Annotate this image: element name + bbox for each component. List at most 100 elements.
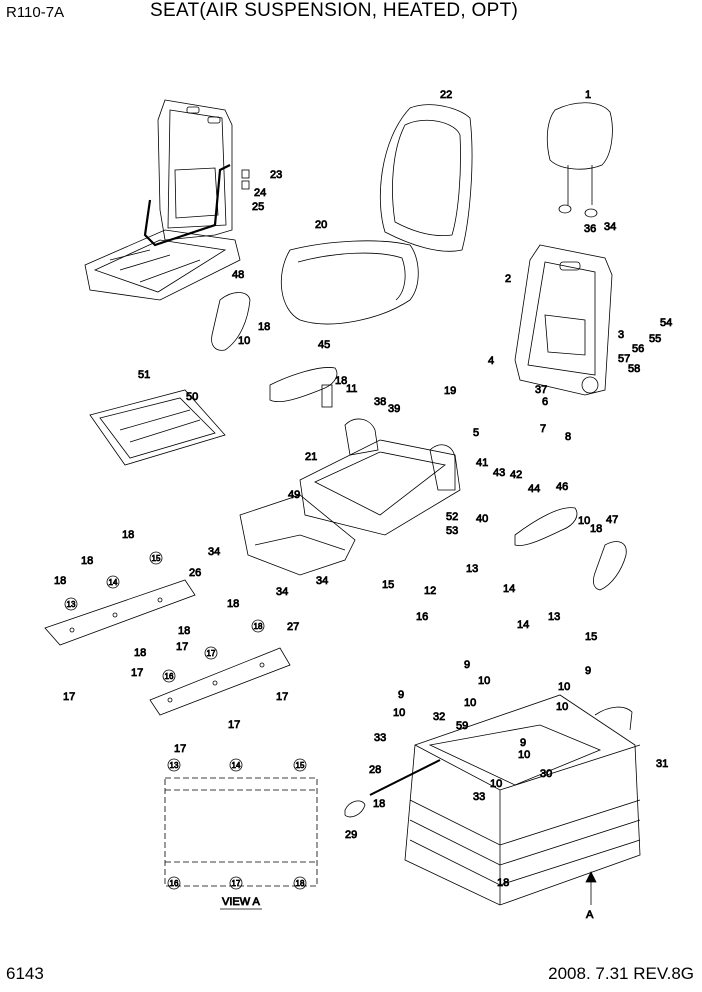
callout-18: 18 [54,575,66,587]
callout-circled-18: 18 [296,879,305,888]
callout-circle [251,619,265,633]
callout-circle [167,758,181,772]
side-cover-left [211,292,251,351]
callout-circle [229,876,243,890]
callout-circle [167,876,181,890]
callout-circle [162,669,176,683]
callout-circled-15: 15 [296,761,305,770]
callout-51: 51 [138,369,150,381]
callout-44: 44 [528,483,540,495]
callout-18: 18 [258,321,270,333]
callout-49: 49 [288,489,300,501]
callout-circled-13: 13 [67,600,76,609]
callout-10: 10 [393,707,405,719]
callout-10: 10 [578,515,590,527]
callout-39: 39 [388,403,400,415]
callout-18: 18 [178,625,190,637]
callout-circled-14: 14 [109,578,118,587]
callout-9: 9 [398,689,404,701]
callout-33: 33 [374,732,386,744]
callout-circled-15: 15 [152,554,161,563]
view-a-arrow [585,871,597,905]
callout-6: 6 [542,396,548,408]
callout-52: 52 [446,511,458,523]
callout-43: 43 [493,467,505,479]
callout-circle [106,575,120,589]
callout-18: 18 [497,877,509,889]
callout-37: 37 [535,384,547,396]
callout-29: 29 [345,829,357,841]
seat-frame-with-heater-wiring [84,99,250,301]
callout-18: 18 [373,798,385,810]
callout-47: 47 [606,514,618,526]
callout-10: 10 [490,778,502,790]
callout-34: 34 [604,221,616,233]
callout-56: 56 [632,343,644,355]
callout-38: 38 [374,396,386,408]
callout-10: 10 [478,675,490,687]
callout-34: 34 [208,546,220,558]
callout-41: 41 [476,457,488,469]
page-title: SEAT(AIR SUSPENSION, HEATED, OPT) [150,0,519,21]
callout-17: 17 [228,719,240,731]
view-a-caption: VIEW A [222,896,261,908]
seat-cushion [280,240,419,325]
callout-19: 19 [444,385,456,397]
callout-5: 5 [473,427,479,439]
callout-circled-17: 17 [207,649,216,658]
callout-17: 17 [131,667,143,679]
callout-circled-14: 14 [232,761,241,770]
callout-3: 3 [618,329,624,341]
callout-circle [229,758,243,772]
callout-circle [64,597,78,611]
armrest-left [269,367,338,408]
callout-circled-17: 17 [232,879,241,888]
callout-59: 59 [456,720,468,732]
callout-13: 13 [466,563,478,575]
callout-10: 10 [518,749,530,761]
callout-15: 15 [585,631,597,643]
callout-13: 13 [548,611,560,623]
model-code: R110-7A [6,4,65,21]
callout-40: 40 [476,513,488,525]
callout-circle [293,876,307,890]
callout-55: 55 [649,333,661,345]
callout-30: 30 [540,768,552,780]
callout-18: 18 [590,523,602,535]
callout-17: 17 [276,691,288,703]
callout-46: 46 [556,481,568,493]
callout-34: 34 [316,575,328,587]
callout-26: 26 [189,567,201,579]
callout-18: 18 [335,375,347,387]
callout-9: 9 [585,665,591,677]
callout-17: 17 [63,691,75,703]
seat-bottom-cover [239,494,356,576]
callout-8: 8 [565,431,571,443]
callout-circled-16: 16 [170,879,179,888]
callout-20: 20 [315,219,327,231]
callout-10: 10 [556,701,568,713]
callout-12: 12 [424,585,436,597]
headrest [546,102,613,218]
view-a-arrow-label: A [586,909,594,921]
callout-14: 14 [517,619,529,631]
callout-48: 48 [232,269,244,281]
view-a-plate [164,777,318,887]
air-suspension-base [404,694,641,906]
callout-24: 24 [254,187,266,199]
callout-36: 36 [584,223,596,235]
callout-9: 9 [520,737,526,749]
callout-18: 18 [134,647,146,659]
callout-23: 23 [270,169,282,181]
callout-53: 53 [446,525,458,537]
callout-1: 1 [585,89,591,101]
callout-15: 15 [382,579,394,591]
slide-rail-right [149,647,291,716]
callout-22: 22 [440,89,452,101]
backrest-frame [514,244,613,396]
seat-pan-plate [89,389,226,466]
callout-45: 45 [318,339,330,351]
callout-50: 50 [186,391,198,403]
callout-33: 33 [473,791,485,803]
